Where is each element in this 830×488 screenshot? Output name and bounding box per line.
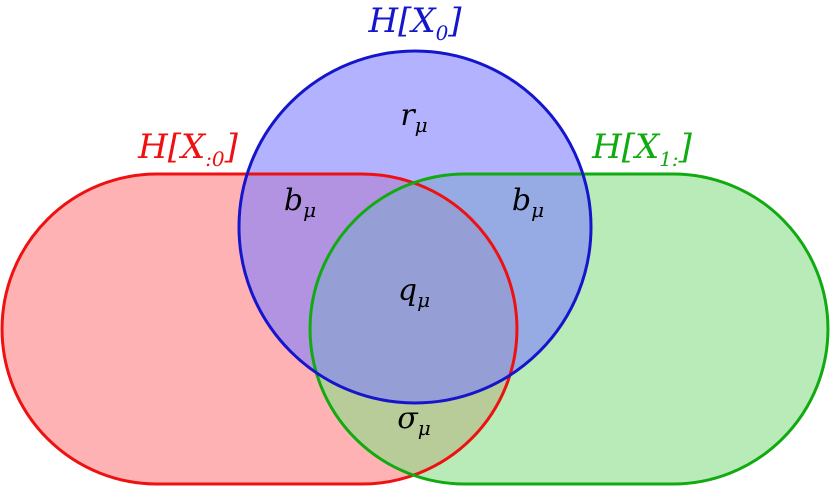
region-center-sub: μ — [417, 288, 430, 312]
label-red-set-base: H[X — [137, 127, 207, 167]
region-bottom-sub: μ — [418, 416, 431, 440]
region-right-base: b — [512, 183, 531, 218]
label-blue-set-sub: 0 — [436, 21, 449, 45]
label-red-set: H[X:0] — [137, 127, 239, 171]
red-stadium-outline — [0, 172, 519, 486]
region-left-sub: μ — [303, 198, 316, 222]
label-blue-set-close: ] — [447, 1, 462, 41]
region-bottom-label: σμ — [397, 401, 430, 440]
label-green-set-sub: 1: — [659, 147, 678, 171]
label-green-set-base: H[X — [591, 127, 661, 167]
region-right-label: bμ — [512, 183, 544, 222]
label-blue-set-base: H[X — [367, 1, 437, 41]
label-blue-set: H[X0] — [367, 1, 462, 45]
green-stadium-outline — [308, 172, 830, 486]
region-top-base: r — [400, 98, 416, 133]
blue-circle-outline — [237, 49, 593, 405]
label-green-set: H[X1:] — [591, 127, 693, 171]
region-bottom-base: σ — [397, 401, 419, 436]
label-red-set-close: ] — [224, 127, 239, 167]
blue-circle-set — [239, 51, 591, 403]
region-top-sub: μ — [415, 113, 428, 137]
region-top-label: rμ — [400, 98, 427, 137]
region-left-label: bμ — [284, 183, 316, 222]
region-center-base: q — [398, 273, 417, 308]
region-center-label: qμ — [398, 273, 430, 312]
region-right-sub: μ — [531, 198, 544, 222]
label-red-set-sub: :0 — [205, 147, 225, 171]
region-left-base: b — [284, 183, 303, 218]
label-green-set-close: ] — [678, 127, 693, 167]
